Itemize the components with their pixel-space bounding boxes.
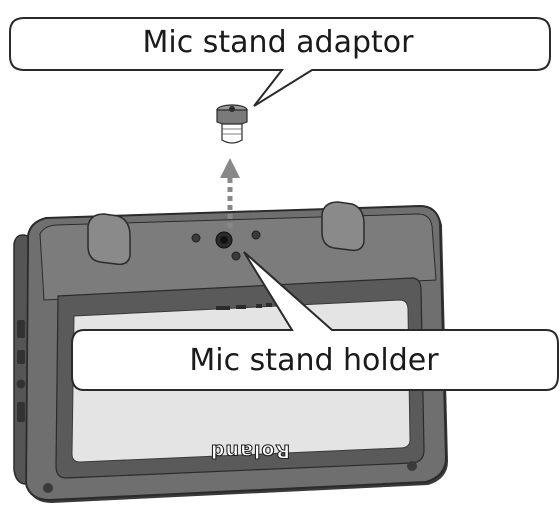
side-jack-icon [16, 379, 26, 389]
led-indicator [256, 304, 262, 308]
side-port-icon [17, 320, 25, 338]
screw-hole-icon [191, 233, 201, 243]
side-port-icon [17, 402, 25, 422]
left-bumper [87, 213, 131, 266]
screw-hole-icon [251, 230, 261, 240]
callout-holder-label: Mic stand holder [189, 343, 439, 378]
corner-foot-icon [43, 483, 53, 493]
right-bumper [321, 201, 365, 252]
brand-logo: Roland [209, 439, 290, 462]
adaptor-thread [221, 123, 243, 144]
insert-arrow [220, 158, 240, 228]
callout-holder: Mic stand holder [71, 251, 559, 391]
led-indicator [266, 303, 272, 307]
corner-foot-icon [407, 461, 417, 471]
led-indicator [216, 306, 230, 310]
arrow-head-icon [220, 158, 240, 178]
adaptor-collar [216, 109, 248, 126]
adaptor-hole-icon [229, 106, 235, 112]
side-port-icon [17, 350, 25, 364]
callout-adaptor-label: Mic stand adaptor [143, 25, 415, 60]
mic-stand-adaptor [216, 104, 248, 144]
screw-hole-icon [231, 251, 241, 261]
mic-stand-holder-hole-inner [220, 236, 228, 244]
callout-adaptor: Mic stand adaptor [9, 17, 551, 107]
led-indicator [236, 305, 246, 309]
brand-logo-text: Roland [210, 440, 290, 462]
